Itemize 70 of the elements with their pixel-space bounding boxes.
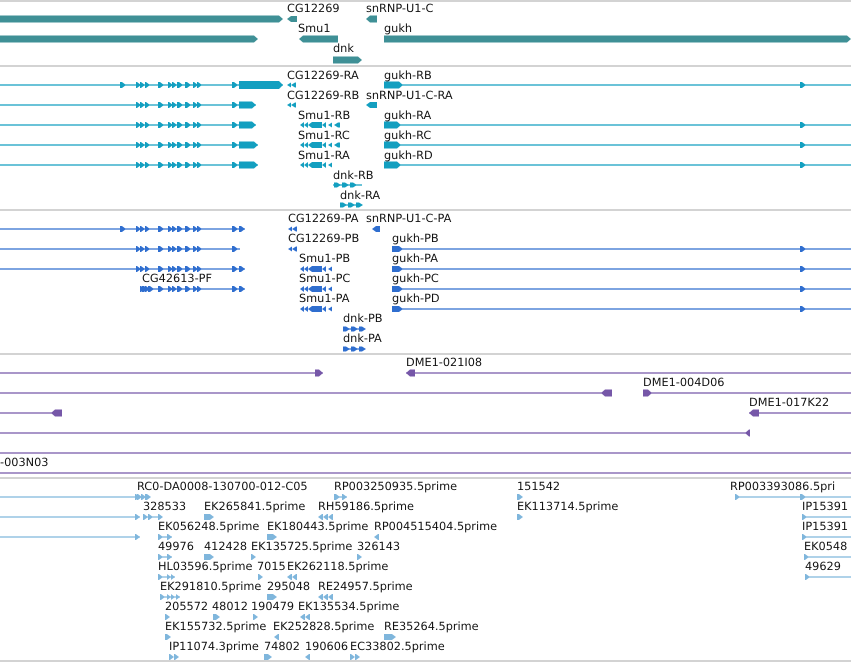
feature-label: dnk-RB [333,169,374,183]
feature-label: RC0-DA0008-130700-012-C05 [137,480,308,494]
feature-label: RP004515404.5prime [374,520,498,534]
feature-label: 7015 [257,560,286,574]
feature-label: 74802 [264,640,300,654]
feature-label: EK113714.5prime [517,500,618,514]
feature-label: 328533 [143,500,186,514]
feature-label: 205572 [165,600,208,614]
feature-label: EK135725.5prime [251,540,352,554]
feature-label: 48012 [212,600,248,614]
feature-label: CG12269-PA [288,212,358,226]
feature-label: RE24957.5prime [318,580,413,594]
feature-label: Smu1 [298,22,331,36]
feature-label: 412428 [204,540,248,554]
feature-label: IP15391 [802,500,848,514]
feature-label: CG12269 [287,2,340,16]
feature-label: IP15391 [802,520,848,534]
feature-label: EK135534.5prime [298,600,400,614]
feature-label: EC33802.5prime [350,640,445,654]
feature-label: gukh-PB [392,232,439,246]
feature-label: EK291810.5prime [160,580,262,594]
feature-label: HL03596.5prime [158,560,252,574]
feature-label: DME1-017K22 [749,396,830,410]
feature-label: RH59186.5prime [318,500,414,514]
feature-label: dnk-PA [343,332,382,346]
feature-label: IP11074.3prime [169,640,259,654]
feature-label: CG12269-RA [287,69,359,83]
feature-label: gukh-RA [384,109,432,123]
feature-label: Smu1-PB [299,252,350,266]
feature-label: CG12269-RB [287,89,360,103]
feature-label: 190479 [251,600,294,614]
feature-label: gukh-RD [384,149,433,163]
feature-label: 190606 [305,640,348,654]
feature-label: dnk-PB [343,312,383,326]
feature-label: CG12269-PB [288,232,360,246]
feature-label: Smu1-PC [299,272,350,286]
feature-label: snRNP-U1-C [366,2,434,16]
feature-label: RP003250935.5prime [334,480,458,494]
feature-label: EK056248.5prime [158,520,260,534]
feature-label: DME1-021I08 [406,356,482,370]
feature-label: Smu1-RC [298,129,350,143]
feature-label: gukh-PC [392,272,439,286]
feature-label: gukh-RC [384,129,432,143]
feature-label: Smu1-PA [299,292,350,306]
feature-label: EK0548 [804,540,848,554]
feature-label: 326143 [357,540,400,554]
feature-label: snRNP-U1-C-PA [366,212,452,226]
feature-label: EK155732.5prime [165,620,266,634]
feature-label: RE35264.5prime [384,620,479,634]
feature-label: EK262118.5prime [287,560,388,574]
feature-label: EK265841.5prime [204,500,306,514]
feature-label: 49629 [805,560,841,574]
feature-label: dnk [333,42,354,56]
feature-label: gukh [384,22,412,36]
feature-label: gukh-PA [392,252,438,266]
feature-label: EK252828.5prime [273,620,374,634]
feature-label: DME1-004D06 [643,376,724,390]
feature-label: 49976 [158,540,194,554]
feature-label: gukh-PD [392,292,440,306]
feature-label: CG42613-PF [142,272,212,286]
feature-label: RP003393086.5pri [730,480,836,494]
feature-label: 295048 [267,580,310,594]
feature-label: gukh-RB [384,69,432,83]
feature-label: 151542 [517,480,560,494]
feature-label: Smu1-RB [298,109,350,123]
feature-label: -003N03 [0,456,48,470]
feature-label: Smu1-RA [298,149,350,163]
feature-label: dnk-RA [340,189,380,203]
feature-label: EK180443.5prime [267,520,368,534]
feature-label: snRNP-U1-C-RA [366,89,453,103]
